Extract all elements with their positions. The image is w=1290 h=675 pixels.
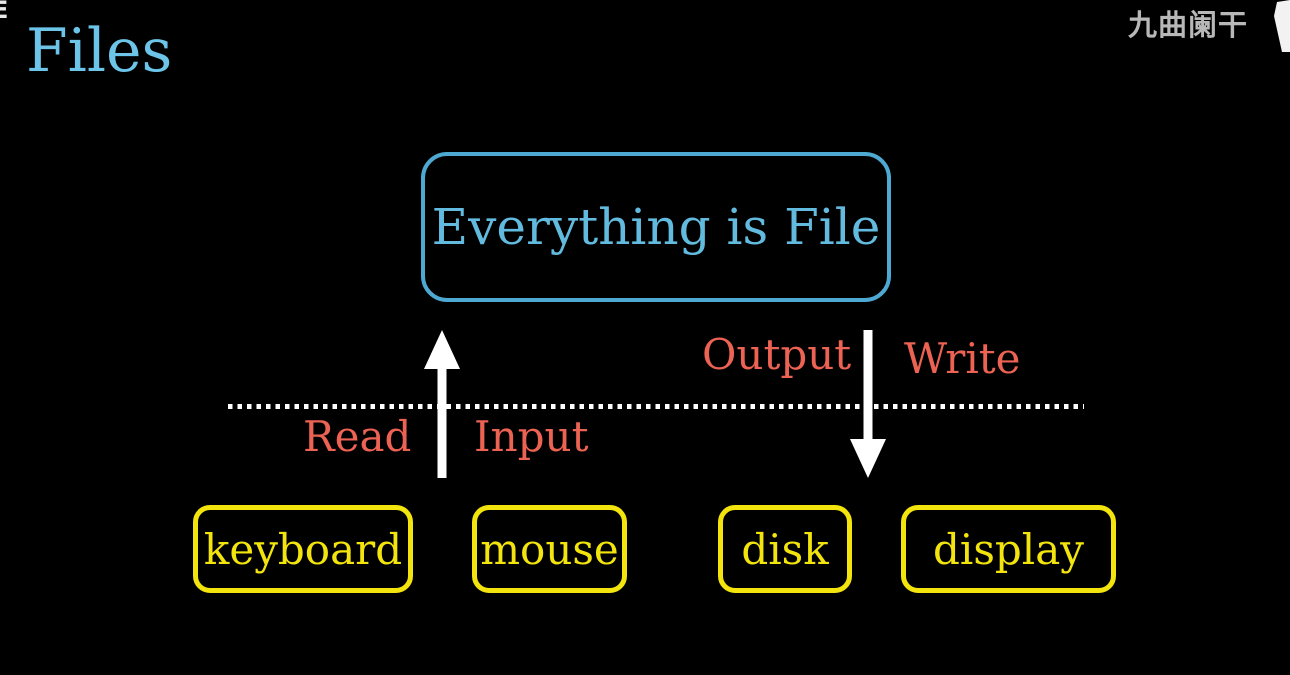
watermark: 九曲阑干 — [1128, 2, 1248, 44]
watermark-text: 九曲阑干 — [1127, 8, 1248, 42]
device-label-keyboard: keyboard — [203, 524, 403, 574]
everything-is-file-box: Everything is File — [421, 152, 891, 302]
io-boundary-dotted-line — [228, 404, 1084, 409]
label-output: Output — [702, 330, 852, 379]
page-title: Files — [26, 16, 173, 86]
device-label-display: display — [933, 524, 1084, 574]
device-box-keyboard: keyboard — [193, 505, 413, 593]
output-write-down-arrow-icon — [850, 330, 886, 478]
device-box-disk: disk — [718, 505, 852, 593]
label-write: Write — [904, 334, 1021, 383]
read-input-up-arrow-icon — [424, 330, 460, 478]
device-box-display: display — [901, 505, 1116, 593]
label-read: Read — [303, 412, 412, 461]
device-label-mouse: mouse — [480, 524, 619, 574]
device-box-mouse: mouse — [472, 505, 627, 593]
everything-is-file-label: Everything is File — [431, 198, 881, 256]
corner-glyph: E — [0, 0, 9, 24]
watermark-logo-icon — [1274, 0, 1290, 52]
device-label-disk: disk — [741, 524, 829, 574]
label-input: Input — [474, 412, 589, 461]
